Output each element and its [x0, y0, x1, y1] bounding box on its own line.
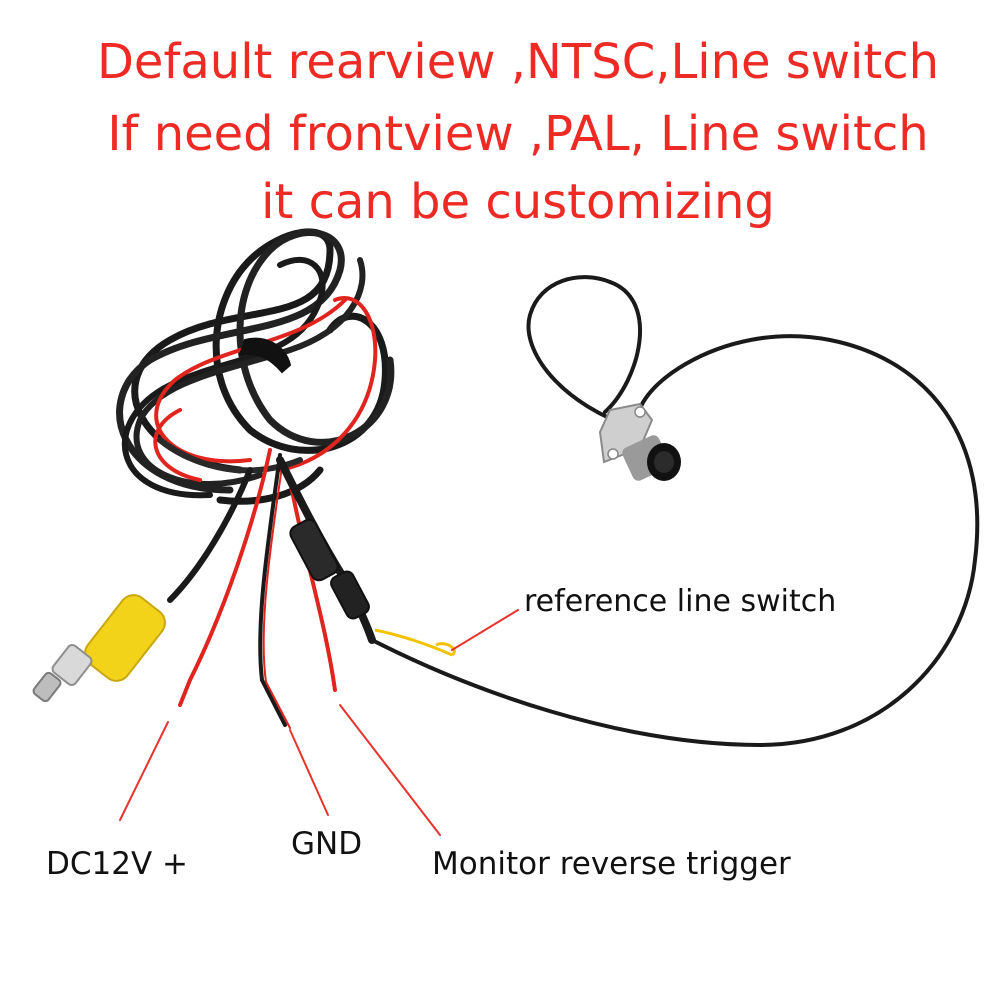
loose-wires: [178, 448, 337, 729]
pointer-gnd: [289, 729, 329, 816]
camera-cable-loop-tail: [603, 280, 643, 414]
extension-connector: [276, 456, 456, 657]
heading-line-2: If need frontview ,PAL, Line switch: [107, 106, 929, 162]
heading-line-1: Default rearview ,NTSC,Line switch: [96, 34, 940, 90]
pointer-reference-line-switch: [451, 609, 519, 651]
label-dc12v: DC12V +: [46, 846, 188, 882]
camera-module: [598, 402, 681, 481]
pointer-monitor-reverse-trigger: [339, 704, 441, 836]
heading-line-3: it can be customizing: [261, 174, 775, 230]
camera-cable-loop: [370, 275, 980, 748]
label-gnd: GND: [291, 826, 363, 862]
rca-plug: [32, 467, 253, 703]
pointer-dc12v: [119, 721, 169, 821]
coiled-cable-bundle: [116, 228, 395, 505]
label-reference-line-switch: reference line switch: [524, 584, 837, 619]
pointer-lines: [119, 609, 519, 836]
label-monitor-reverse-trigger: Monitor reverse trigger: [432, 846, 791, 882]
